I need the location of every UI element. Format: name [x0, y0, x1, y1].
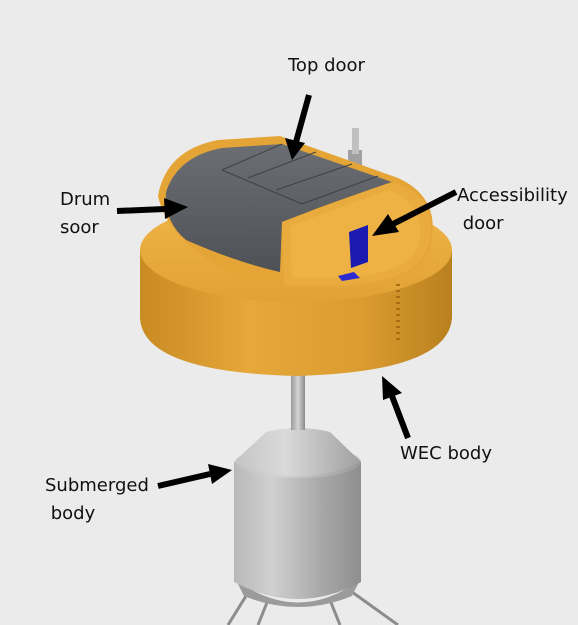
arrow-drum-door [116, 198, 188, 219]
accessibility-door [338, 225, 368, 281]
arrow-top-door [285, 94, 312, 160]
label-submerged-body: Submerged body [45, 475, 149, 524]
label-wec-body: WEC body [400, 443, 492, 464]
submerged-body [226, 370, 399, 625]
label-top-door: Top door [288, 55, 365, 76]
arrow-submerged-body [157, 464, 232, 489]
arrow-wec-body [382, 376, 411, 440]
label-accessibility-door: Accessibility door [457, 185, 568, 234]
arrow-accessibility-door [372, 189, 458, 236]
label-drum-door: Drum soor [60, 189, 111, 238]
